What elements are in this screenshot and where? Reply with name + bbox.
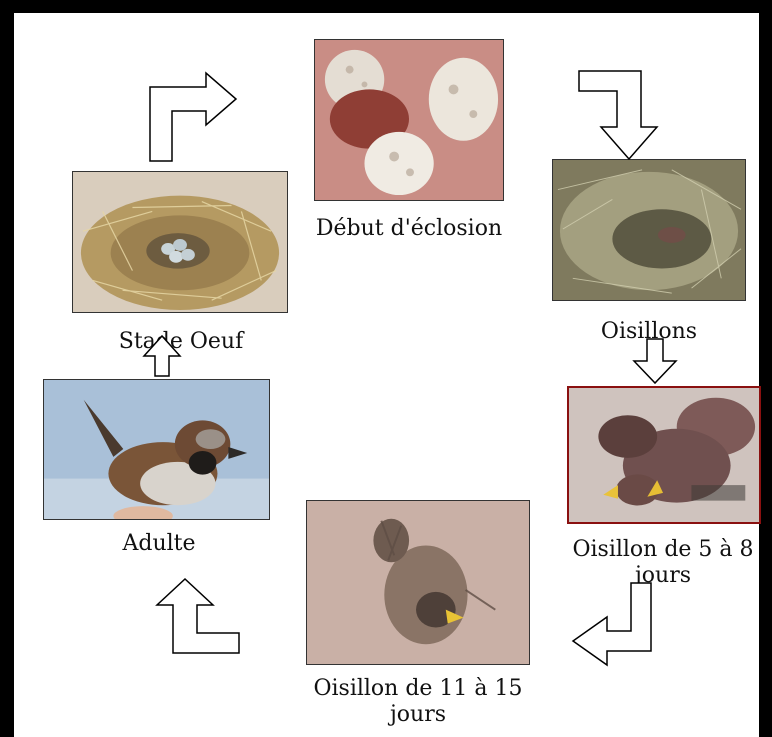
arrow-adult-to-eggs [142,334,182,378]
nest-with-eggs-photo [72,171,288,313]
fledgling-photo [306,500,530,665]
stage-label-chicks-11-15-line1: Oisillon de 11 à 15 [284,676,552,702]
stage-label-adult: Adulte [104,531,214,557]
stage-label-chicks-11-15: Oisillon de 11 à 15 jours [284,676,552,728]
stage-label-chicks-11-15-line2: jours [284,702,552,728]
arrow-chicks-11-15-to-adult [153,575,253,657]
adult-sparrow-photo [43,379,270,520]
arrow-nestlings-to-chicks-5-8 [632,337,678,385]
nest-with-nestlings-photo [552,159,746,301]
stage-label-chicks-5-8-line1: Oisillon de 5 à 8 [552,537,772,563]
arrow-eggs-to-hatching [144,65,254,165]
arrow-hatching-to-nestlings [577,67,667,167]
stage-label-hatching: Début d'éclosion [294,216,524,242]
young-chicks-photo [567,386,761,524]
arrow-chicks-5-8-to-chicks-11-15 [559,581,659,681]
hatching-eggs-photo [314,39,504,201]
